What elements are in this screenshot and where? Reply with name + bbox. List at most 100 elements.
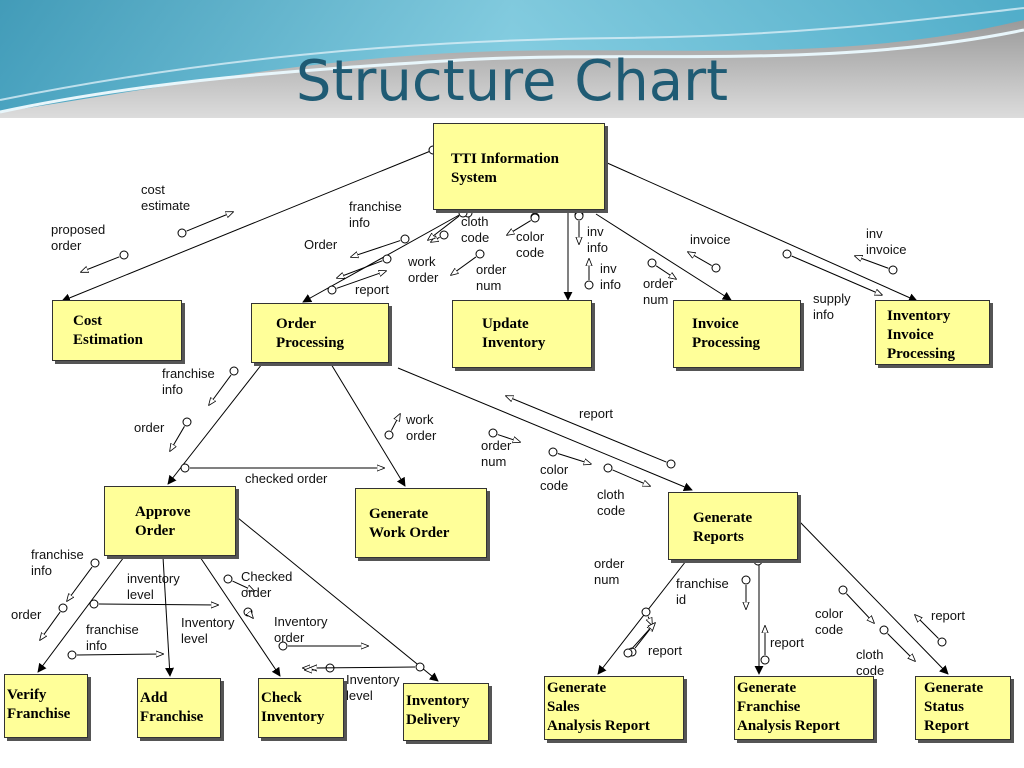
label-cloth-code-report: cloth code	[856, 647, 885, 678]
data-couple-circle	[574, 211, 584, 221]
label-order-low: order	[11, 607, 42, 622]
module-verify-franchise: Verify Franchise	[4, 674, 88, 738]
data-couple-circle	[530, 213, 540, 223]
data-couple-arrow	[336, 271, 386, 289]
data-couple-circle	[937, 637, 947, 647]
module-label: Generate Sales Analysis Report	[547, 680, 650, 734]
label-inventory-level-2: Inventory level	[181, 615, 235, 646]
label-order-num-invoice: order num	[643, 276, 674, 307]
label-franchise-info-low: franchise info	[31, 547, 84, 578]
call-approve-add	[162, 556, 175, 677]
data-couple-circle	[119, 250, 129, 260]
label-invoice: invoice	[690, 232, 731, 247]
data-couple-circle	[327, 285, 337, 295]
call-reports-sales	[597, 560, 687, 675]
data-couple-circle	[229, 366, 239, 376]
label-supply-info: supply info	[813, 291, 851, 322]
label-color-code-report: color code	[815, 606, 844, 637]
data-couple-circle	[782, 249, 792, 259]
label-franchise-info-mid: franchise info	[162, 366, 215, 397]
call-tti-invoice-processing	[595, 213, 732, 301]
module-label: Update Inventory	[482, 316, 546, 351]
call-tti-cost	[61, 149, 434, 303]
module-label: Approve Order	[135, 504, 191, 539]
data-couple-circle	[182, 417, 192, 427]
data-couple-arrow	[98, 604, 218, 605]
label-inventory-level-3: Inventory level	[346, 672, 400, 703]
label-work-order-top: work order	[408, 254, 439, 285]
data-couple-arrow	[915, 615, 939, 639]
module-check-inventory: Check Inventory	[258, 678, 344, 738]
data-couple-circle	[641, 607, 651, 617]
module-invoice-processing: Invoice Processing	[673, 300, 801, 368]
data-couple-arrow	[497, 434, 520, 442]
data-couple-arrow	[390, 414, 400, 431]
data-couple-circle	[223, 574, 233, 584]
data-couple-arrow	[648, 616, 652, 625]
label-report-sales: report	[648, 643, 682, 658]
title-banner	[0, 0, 1024, 118]
data-couple-arrow	[428, 215, 460, 240]
label-inv-info-1: inv info	[587, 224, 608, 255]
structure-chart: TTI Information System Cost Estimation O…	[0, 118, 1024, 768]
data-couple-arrow	[232, 580, 254, 591]
module-inventory-invoice-processing: Inventory Invoice Processing	[875, 300, 990, 365]
data-couple-arrow	[506, 396, 667, 463]
data-couple-circle	[89, 599, 99, 609]
module-label: Add Franchise	[140, 690, 204, 725]
data-couple-arrow	[630, 623, 655, 650]
data-couple-arrow	[612, 469, 650, 486]
module-label: Check Inventory	[261, 690, 325, 725]
module-label: Verify Franchise	[7, 687, 71, 722]
module-generate-status-report: Generate Status Report	[915, 676, 1011, 740]
data-couple-circle	[382, 254, 392, 264]
data-couple-arrow	[67, 566, 93, 601]
data-couple-circle	[888, 265, 898, 275]
module-label: TTI Information System	[451, 151, 559, 186]
label-cloth-code-top: cloth code	[461, 214, 490, 245]
label-order-top: Order	[304, 237, 338, 252]
module-inventory-delivery: Inventory Delivery	[403, 683, 489, 741]
data-couple-arrow	[170, 426, 185, 451]
data-couple-arrow	[209, 374, 232, 405]
data-couple-circle	[488, 428, 498, 438]
module-label: Generate Status Report	[924, 680, 984, 734]
data-couple-arrow	[887, 633, 915, 661]
data-couple-circle	[741, 575, 751, 585]
data-couple-arrow	[186, 212, 233, 232]
label-cost-estimate: cost estimate	[141, 182, 191, 213]
data-couple-circle	[180, 463, 190, 473]
page-title: Structure Chart	[295, 49, 729, 114]
data-couples	[40, 208, 947, 672]
call-order-reports	[397, 367, 693, 492]
data-couple-circle	[90, 558, 100, 568]
data-couple-circle	[879, 625, 889, 635]
label-checked-order-low: Checked order	[241, 569, 293, 600]
module-generate-reports: Generate Reports	[668, 492, 798, 560]
data-couple-circle	[177, 228, 187, 238]
call-approve-delivery	[237, 517, 439, 682]
data-couple-circle	[666, 459, 676, 469]
label-color-code-top: color code	[516, 229, 545, 260]
module-label: Generate Franchise Analysis Report	[737, 680, 840, 734]
data-couple-circle	[67, 650, 77, 660]
data-couple-arrow	[76, 654, 163, 655]
call-approve-check	[199, 556, 281, 677]
call-reports-status	[797, 519, 949, 675]
data-couple-circle	[243, 607, 253, 617]
data-couple-arrow	[251, 616, 253, 618]
data-couple-arrow	[431, 237, 440, 242]
module-label: Inventory Delivery	[406, 693, 470, 728]
module-generate-franchise-analysis-report: Generate Franchise Analysis Report	[734, 676, 874, 740]
module-order-processing: Order Processing	[251, 303, 389, 363]
module-generate-work-order: Generate Work Order	[355, 488, 487, 558]
label-order-num-report: order num	[594, 556, 625, 587]
data-couple-circle	[760, 655, 770, 665]
label-order-num-mid: order num	[481, 438, 512, 469]
data-couple-arrow	[791, 255, 882, 295]
data-couple-arrow	[507, 220, 531, 235]
label-inventory-level-1: inventory level	[127, 571, 180, 602]
label-report-top: report	[355, 282, 389, 297]
label-franchise-info-top: franchise info	[349, 199, 402, 230]
data-couple-circle	[711, 263, 721, 273]
